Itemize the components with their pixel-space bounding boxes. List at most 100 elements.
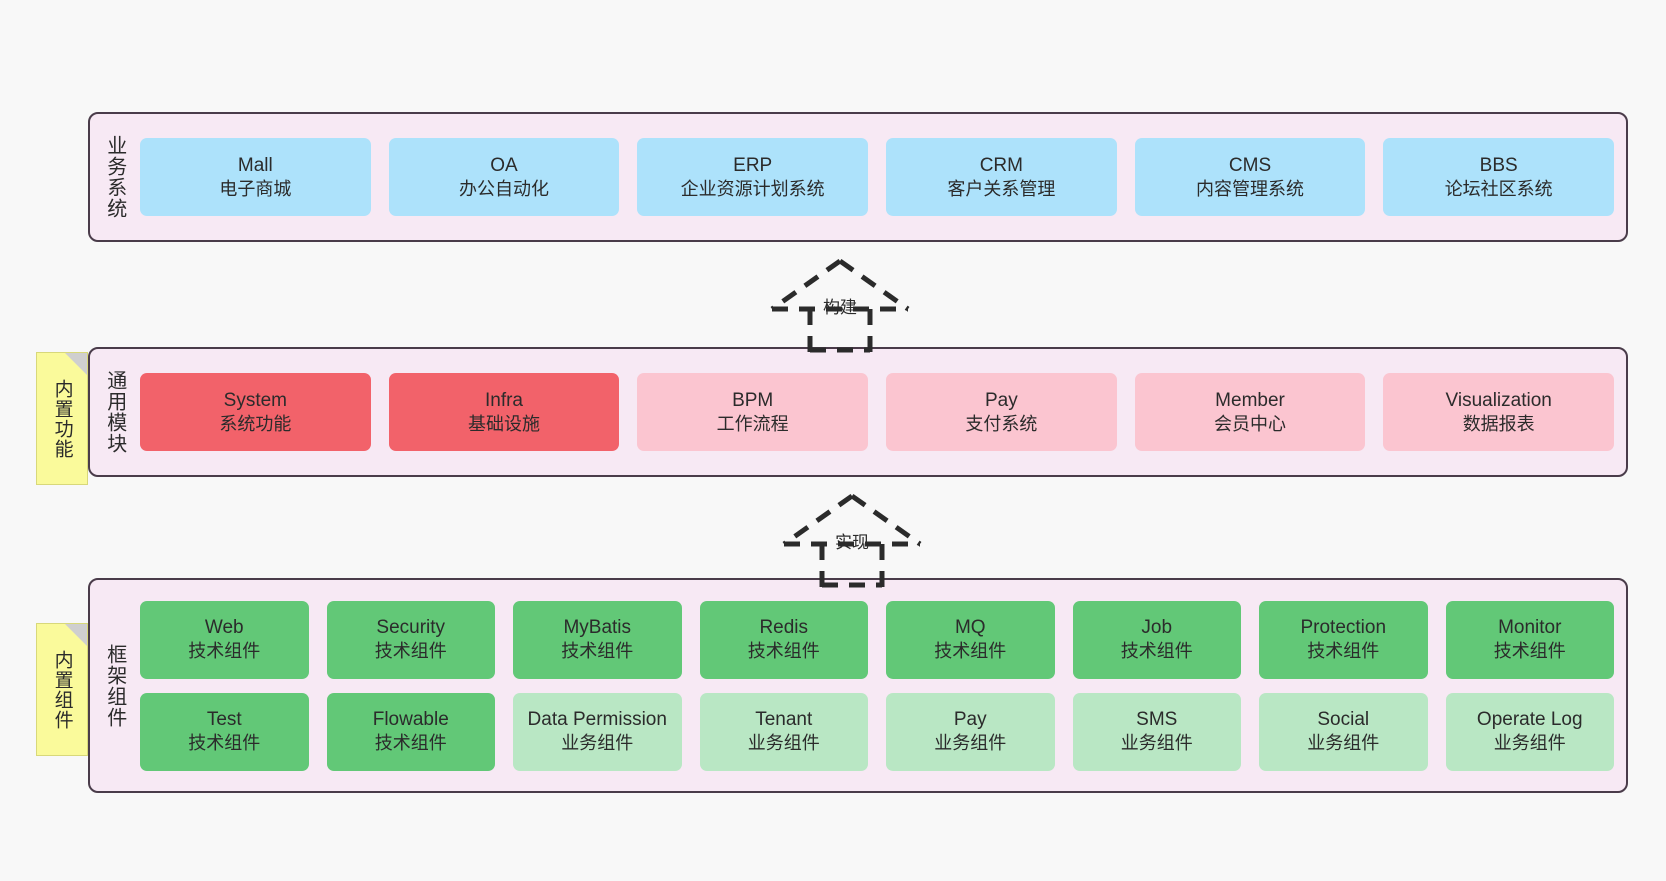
connector-implement-label: 实现 [835,533,869,552]
box-desc: 系统功能 [219,413,292,434]
box-name: MQ [954,617,986,639]
box-desc: 企业资源计划系统 [680,178,825,199]
box-desc: 业务组件 [934,733,1007,754]
layer-title-modules: 通用模块 [103,370,126,454]
box-name: Member [1215,389,1285,411]
box-name: Mall [237,154,273,176]
box-name: Infra [484,389,524,411]
box-name: System [223,389,288,411]
box-name: Security [376,617,446,639]
box-name: CRM [979,154,1023,176]
box-desc: 技术组件 [374,641,447,662]
box-desc: 技术组件 [1493,641,1566,662]
note-fold-corner-icon [65,624,87,646]
box-name: Monitor [1498,617,1562,639]
box-name: Pay [953,709,987,731]
box-name: BPM [732,389,774,411]
box-name: Data Permission [527,709,667,731]
box-desc: 技术组件 [1307,641,1380,662]
box-desc: 技术组件 [934,641,1007,662]
box-name: SMS [1136,709,1178,731]
box-name: Pay [984,389,1018,411]
box-desc: 业务组件 [747,733,820,754]
box-desc: 技术组件 [561,641,634,662]
box-desc: 内容管理系统 [1196,178,1305,199]
box-name: OA [490,154,518,176]
note-builtin-features: 内置功能 [36,352,88,485]
box-name: Visualization [1445,389,1552,411]
box-desc: 数据报表 [1462,413,1535,434]
box-name: Web [204,617,244,639]
box-desc: 基础设施 [468,413,540,434]
box-desc: 技术组件 [188,641,261,662]
box-desc: 论坛社区系统 [1444,178,1553,199]
box-desc: 会员中心 [1214,413,1287,434]
box-name: Social [1317,709,1370,731]
box-desc: 业务组件 [1493,733,1566,754]
box-desc: 技术组件 [374,733,447,754]
box-name: MyBatis [563,617,632,639]
note-builtin-features-label: 内置功能 [51,378,73,459]
box-name: CMS [1228,154,1272,176]
box-name: ERP [733,154,773,176]
box-desc: 支付系统 [965,413,1038,434]
box-desc: 业务组件 [561,733,634,754]
box-desc: 办公自动化 [459,178,549,199]
box-desc: 技术组件 [188,733,261,754]
connector-implement: 实现 [772,490,932,590]
note-builtin-components-label: 内置组件 [51,649,73,730]
box-name: Redis [759,617,809,639]
box-desc: 电子商城 [219,178,292,199]
box-name: Protection [1300,617,1387,639]
box-desc: 技术组件 [1120,641,1193,662]
box-name: Operate Log [1476,709,1583,731]
layer-title-framework: 框架组件 [103,643,126,728]
box-name: BBS [1479,154,1518,176]
box-name: Flowable [372,709,449,731]
box-name: Job [1141,617,1173,639]
connector-build: 构建 [760,255,920,355]
box-desc: 业务组件 [1307,733,1380,754]
box-desc: 技术组件 [747,641,820,662]
note-builtin-components: 内置组件 [36,623,88,756]
box-desc: 业务组件 [1120,733,1193,754]
box-name: Tenant [755,709,813,731]
